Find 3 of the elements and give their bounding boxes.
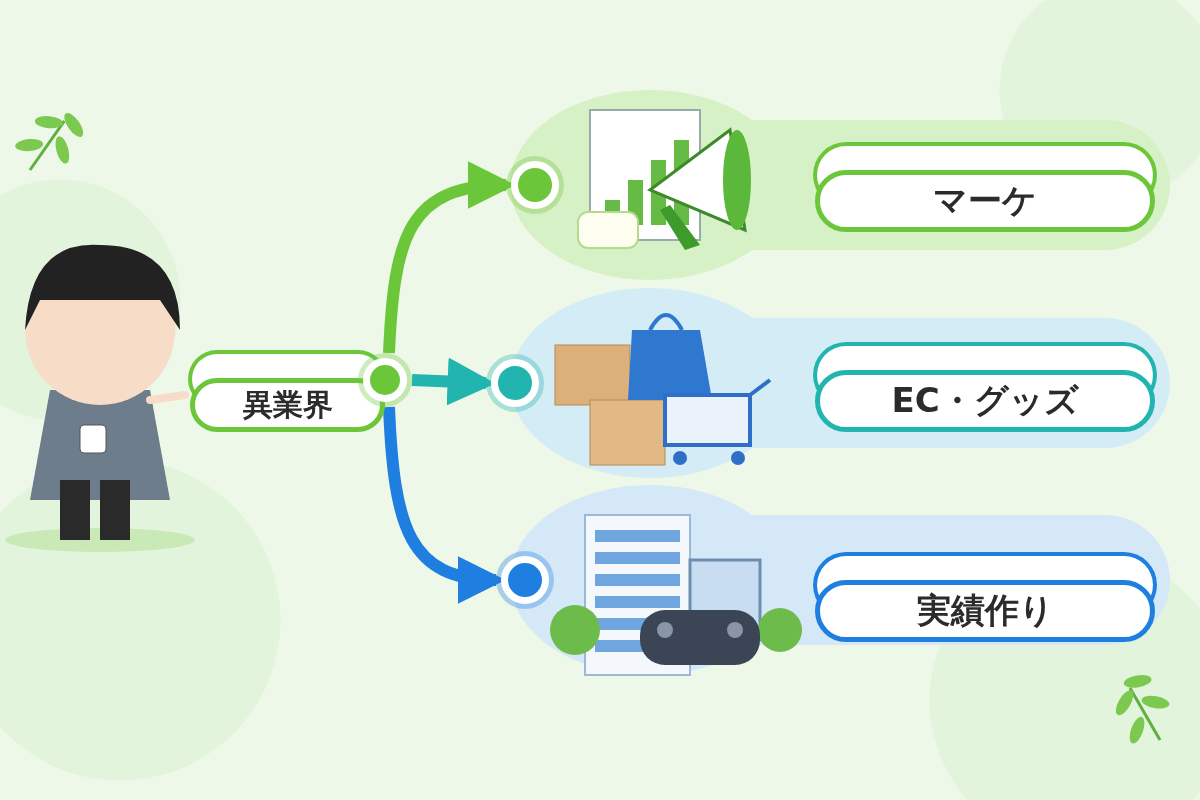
connector-dot [501,556,549,604]
junction-dot [363,358,407,402]
connector-dot [491,359,539,407]
